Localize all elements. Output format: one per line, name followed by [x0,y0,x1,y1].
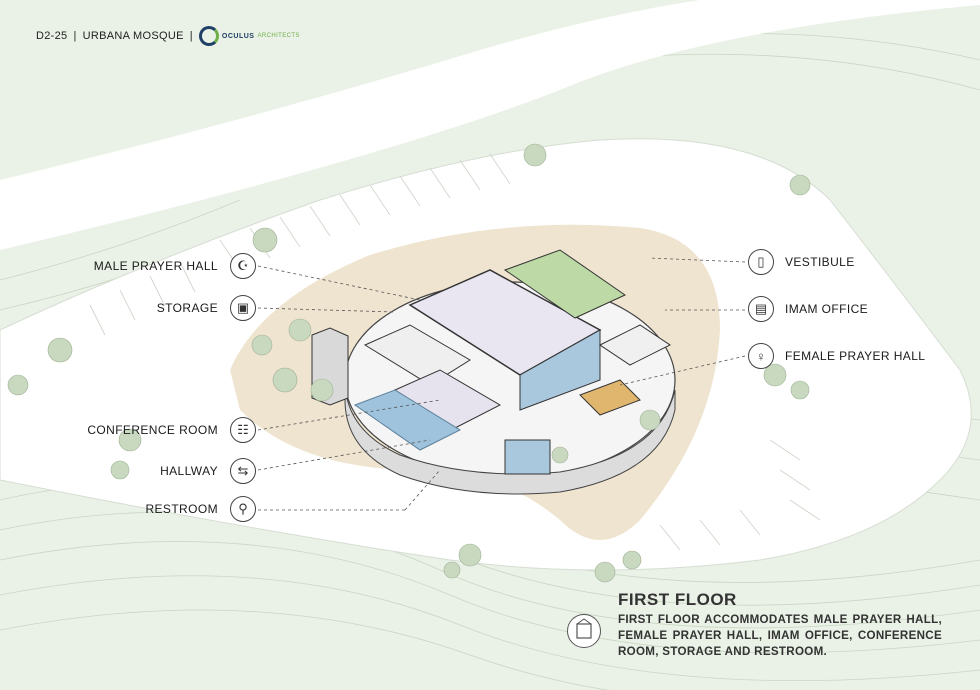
parking-stripes [89,153,821,551]
office-desk-icon: ▤ [748,296,774,322]
entrance-glazing [504,439,551,475]
drawing-header: D2-25 | URBANA MOSQUE | OCULUS ARCHITECT… [36,26,300,46]
label-restroom: RESTROOM [145,502,218,516]
header-separator: | [73,30,77,42]
female-prayer-icon: ♀ [748,343,774,369]
label-storage: STORAGE [156,301,218,315]
highway [0,0,980,250]
label-hallway: HALLWAY [160,464,218,478]
label-vestibule: VESTIBULE [785,255,855,269]
courtyard [503,249,627,319]
restroom-people-icon: ⚲ [230,496,256,522]
oculus-logo-icon [198,26,219,46]
label-imam-office: IMAM OFFICE [785,302,869,316]
logo-sub: ARCHITECTS [257,33,300,39]
drawing-code: D2-25 [36,30,68,42]
first-floor-description: FIRST FLOOR ACCOMMODATES MALE PRAYER HAL… [618,613,942,658]
label-conference-room: CONFERENCE ROOM [87,423,218,437]
trees [7,143,811,583]
female-restroom-block [579,379,641,416]
floor-plan-icon [567,614,601,648]
storage-room [363,324,471,386]
door-icon: ▯ [748,249,774,275]
building-wall-curve [344,379,676,495]
hallway-arrows-icon: ⇆ [230,458,256,484]
label-male-prayer-hall: MALE PRAYER HALL [93,259,218,273]
label-female-prayer-hall: FEMALE PRAYER HALL [785,349,926,363]
project-name: URBANA MOSQUE [82,30,184,42]
first-floor-title: FIRST FLOOR [618,590,737,609]
imam-office-room [599,324,671,366]
header-separator: | [189,30,193,42]
conference-table-icon: ☷ [230,417,256,443]
logo-main: OCULUS [221,32,255,40]
glass-canopy [353,389,462,451]
oculus-logo: OCULUS ARCHITECTS [198,26,300,46]
leader-lines [257,257,746,511]
prayer-figure-icon: ☪ [230,253,256,279]
prayer-hall-glass-wall [519,329,601,411]
storage-box-icon: ▣ [230,295,256,321]
